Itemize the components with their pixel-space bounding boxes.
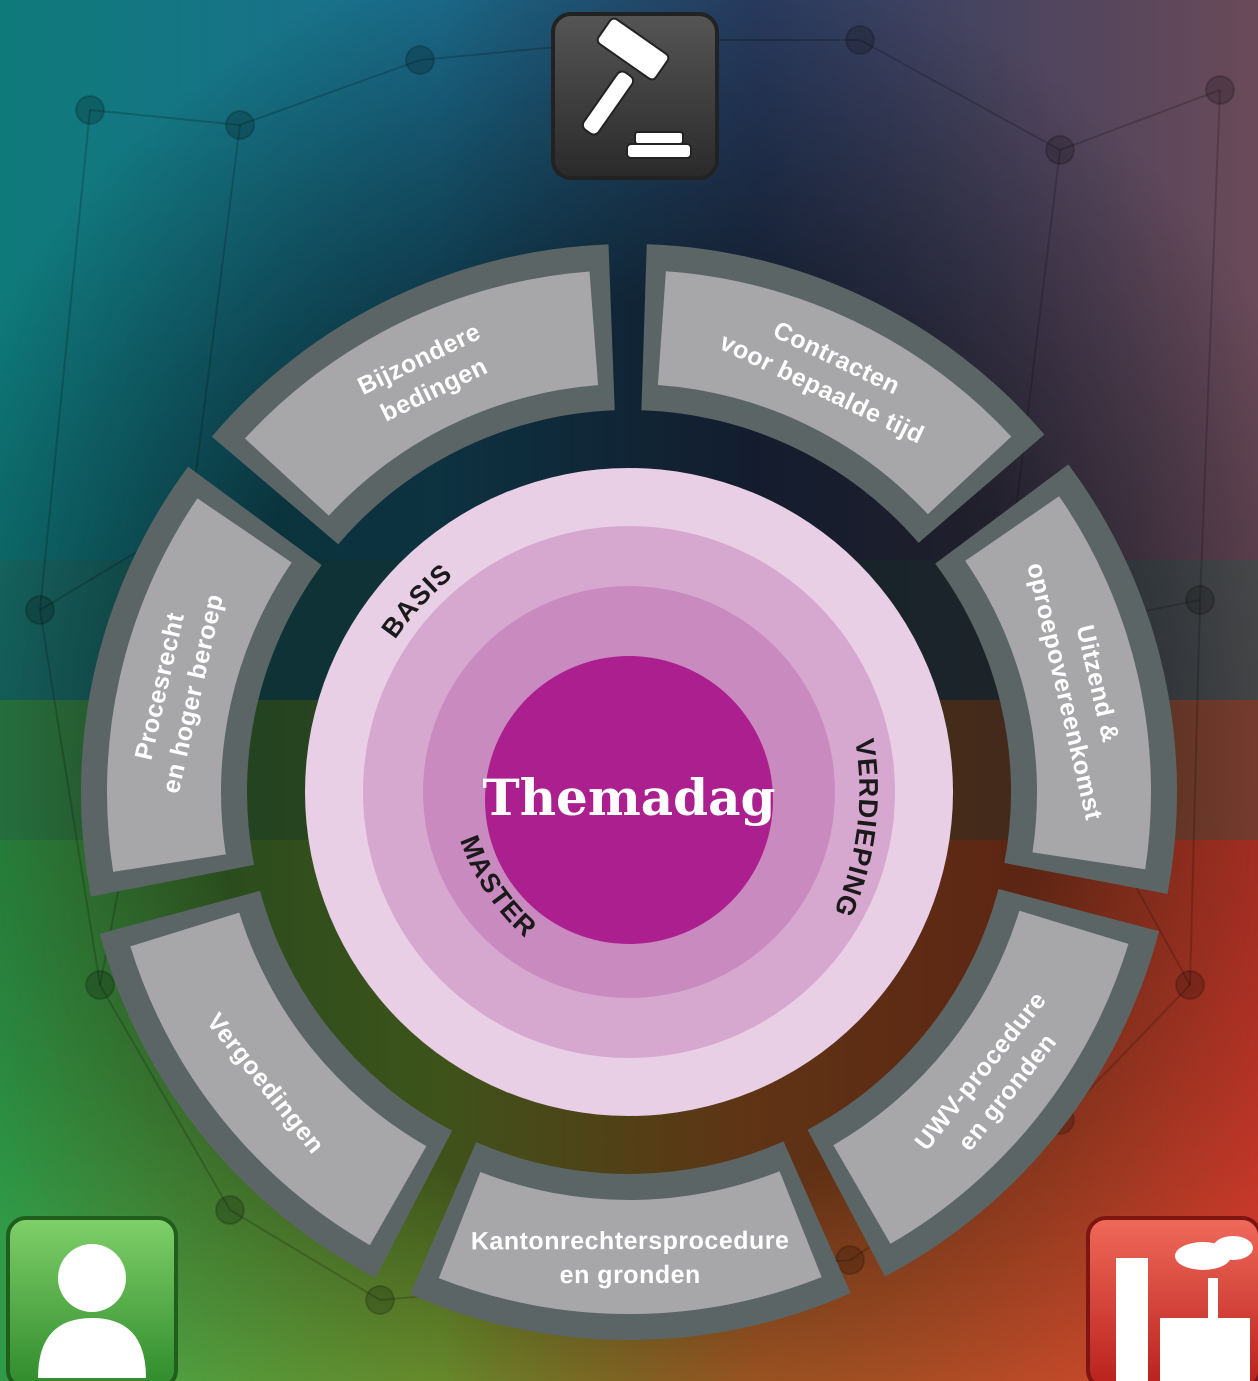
segment-bijzondere-bedingen: Bijzonderebedingen <box>211 244 615 545</box>
factory-tile <box>1086 1216 1258 1381</box>
center-label: Themadag <box>483 768 776 827</box>
segment-label-line: Kantonrechtersprocedure <box>471 1227 790 1256</box>
person-tile <box>6 1216 178 1381</box>
segment-fill <box>244 271 599 516</box>
center-circle <box>485 656 773 944</box>
level-rings <box>305 468 953 1116</box>
segment-fill <box>438 1171 822 1314</box>
segment-fill <box>657 271 1012 515</box>
segment-fill <box>965 496 1151 870</box>
segment-kantonrechter: Kantonrechtersprocedure en gronden <box>409 1141 851 1340</box>
segment-vergoedingen: Vergoedingen <box>99 890 453 1278</box>
segment-label-line: en gronden <box>560 1261 701 1289</box>
segment-label-kantonrechter: Kantonrechtersprocedure en gronden <box>471 1227 790 1290</box>
factory-icon <box>1116 1236 1253 1381</box>
segment-fill <box>130 912 427 1246</box>
person-icon <box>38 1244 146 1378</box>
segment-contracten: Contractenvoor bepaalde tijd <box>641 244 1045 543</box>
gavel-tile <box>551 12 719 180</box>
segment-procesrecht: Procesrechten hoger beroep <box>81 466 322 897</box>
segment-fill <box>833 910 1129 1244</box>
gavel-icon <box>581 17 692 159</box>
segment-fill <box>107 498 292 872</box>
segment-uitzend: Uitzend &oproepovereenkomst <box>935 464 1177 894</box>
